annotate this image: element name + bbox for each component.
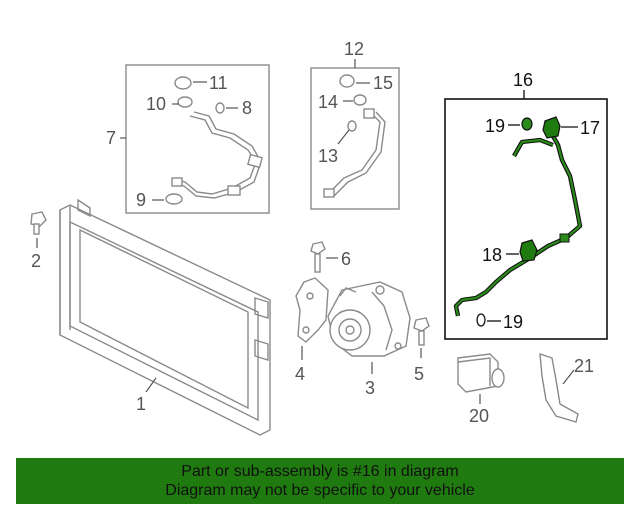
part-2-bolt [30,211,47,248]
callout-17: 17 [580,118,600,138]
callout-21: 21 [574,356,594,376]
callout-13: 13 [318,146,338,166]
part-20-switch [457,353,505,404]
part-9-o-ring [152,193,183,205]
part-1-condenser [59,198,271,436]
part-6-bolt [310,241,338,273]
part-3-compressor [327,281,411,374]
banner-line-2: Diagram may not be specific to your vehi… [165,482,475,499]
part-13-o-ring [337,120,357,145]
callout-20: 20 [469,406,489,426]
callout-16: 16 [513,70,533,90]
banner-line-1: Part or sub-assembly is #16 in diagram [181,463,459,480]
part-19-o-ring-top [508,117,533,131]
callout-19-bottom: 19 [503,312,523,332]
callout-15: 15 [373,73,393,93]
group-box-16: 16 17 19 18 19 [444,70,608,340]
part-4-bracket [295,277,329,360]
callout-5: 5 [414,364,424,384]
callout-19-top: 19 [485,116,505,136]
callout-7: 7 [106,128,116,148]
callout-18: 18 [482,245,502,265]
callout-14: 14 [318,92,338,112]
part-18-fitting [506,239,538,262]
group-box-7: 7 11 10 8 9 [106,64,270,214]
part-7-hose [171,111,263,199]
part-8-o-ring [215,102,238,114]
parts-diagram: 7 11 10 8 9 [30,39,608,436]
part-12-hose [323,108,386,198]
part-14-cap [343,94,367,106]
callout-10: 10 [146,94,166,114]
part-11-cap [174,76,207,90]
callout-8: 8 [242,98,252,118]
callout-4: 4 [295,364,305,384]
part-16-hose [453,134,583,317]
callout-1: 1 [136,394,146,414]
part-10-cap [172,96,193,108]
part-15-cap [339,74,370,88]
part-21-bracket [539,352,579,423]
part-17-fitting [542,116,578,139]
part-19-o-ring-bottom [476,313,501,327]
callout-3: 3 [365,378,375,398]
callout-12: 12 [344,39,364,59]
info-banner: Part or sub-assembly is #16 in diagram D… [16,458,624,504]
callout-11: 11 [209,73,228,93]
group-box-12: 12 15 14 13 [310,39,400,210]
callout-2: 2 [31,251,41,271]
callout-6: 6 [341,249,351,269]
callout-9: 9 [136,190,146,210]
part-5-bolt [413,317,430,358]
